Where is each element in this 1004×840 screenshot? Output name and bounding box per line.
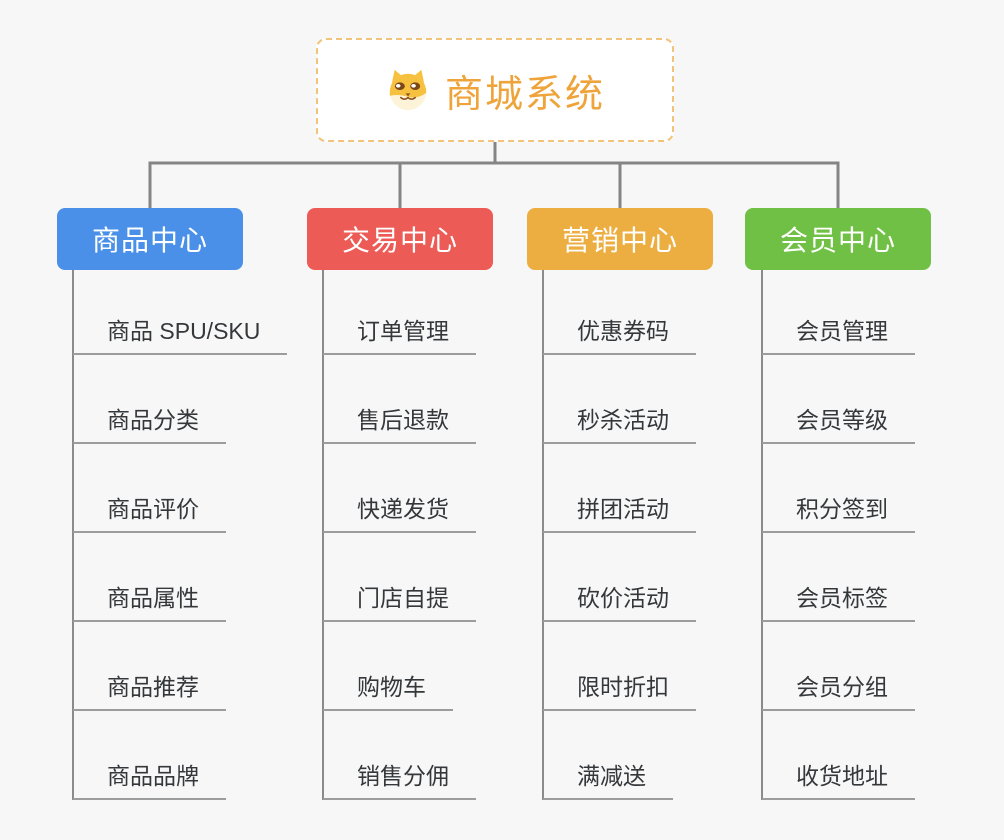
- leaf-node[interactable]: 快递发货: [323, 493, 476, 533]
- leaf-node[interactable]: 限时折扣: [543, 671, 696, 711]
- leaf-node[interactable]: 商品分类: [73, 404, 226, 444]
- leaf-node[interactable]: 满减送: [543, 760, 673, 800]
- leaf-node[interactable]: 商品属性: [73, 582, 226, 622]
- branch-label: 商品中心: [91, 225, 208, 256]
- branch-node-marketing[interactable]: 营销中心: [527, 208, 713, 270]
- branch-node-product[interactable]: 商品中心: [57, 208, 243, 270]
- leaf-node[interactable]: 秒杀活动: [543, 404, 696, 444]
- leaf-node[interactable]: 门店自提: [323, 582, 476, 622]
- branch-trunk-lines: [72, 270, 763, 800]
- branch-label: 营销中心: [561, 225, 678, 256]
- branch-drop-lines: [148, 161, 840, 208]
- leaf-node[interactable]: 拼团活动: [543, 493, 696, 533]
- doge-icon: [389, 69, 427, 111]
- leaf-node[interactable]: 会员管理: [762, 315, 915, 355]
- leaf-node[interactable]: 售后退款: [323, 404, 476, 444]
- branch-label: 交易中心: [341, 225, 458, 256]
- leaf-node[interactable]: 会员等级: [762, 404, 915, 444]
- root-node[interactable]: 商城系统: [316, 38, 674, 142]
- leaf-node[interactable]: 会员分组: [762, 671, 915, 711]
- leaf-node[interactable]: 订单管理: [323, 315, 476, 355]
- leaf-node[interactable]: 商品品牌: [73, 760, 226, 800]
- leaf-node[interactable]: 优惠券码: [543, 315, 696, 355]
- leaf-node[interactable]: 会员标签: [762, 582, 915, 622]
- leaf-node[interactable]: 购物车: [323, 671, 453, 711]
- leaf-node[interactable]: 商品评价: [73, 493, 226, 533]
- leaf-node[interactable]: 商品 SPU/SKU: [73, 315, 288, 355]
- leaf-node[interactable]: 积分签到: [762, 493, 915, 533]
- leaf-node[interactable]: 收货地址: [762, 760, 915, 800]
- leaf-node[interactable]: 砍价活动: [543, 582, 696, 622]
- branch-node-trade[interactable]: 交易中心: [307, 208, 493, 270]
- leaf-node[interactable]: 销售分佣: [323, 760, 476, 800]
- branch-node-member[interactable]: 会员中心: [745, 208, 931, 270]
- root-node-label: 商城系统: [444, 73, 605, 116]
- leaf-node[interactable]: 商品推荐: [73, 671, 226, 711]
- branch-label: 会员中心: [779, 225, 896, 256]
